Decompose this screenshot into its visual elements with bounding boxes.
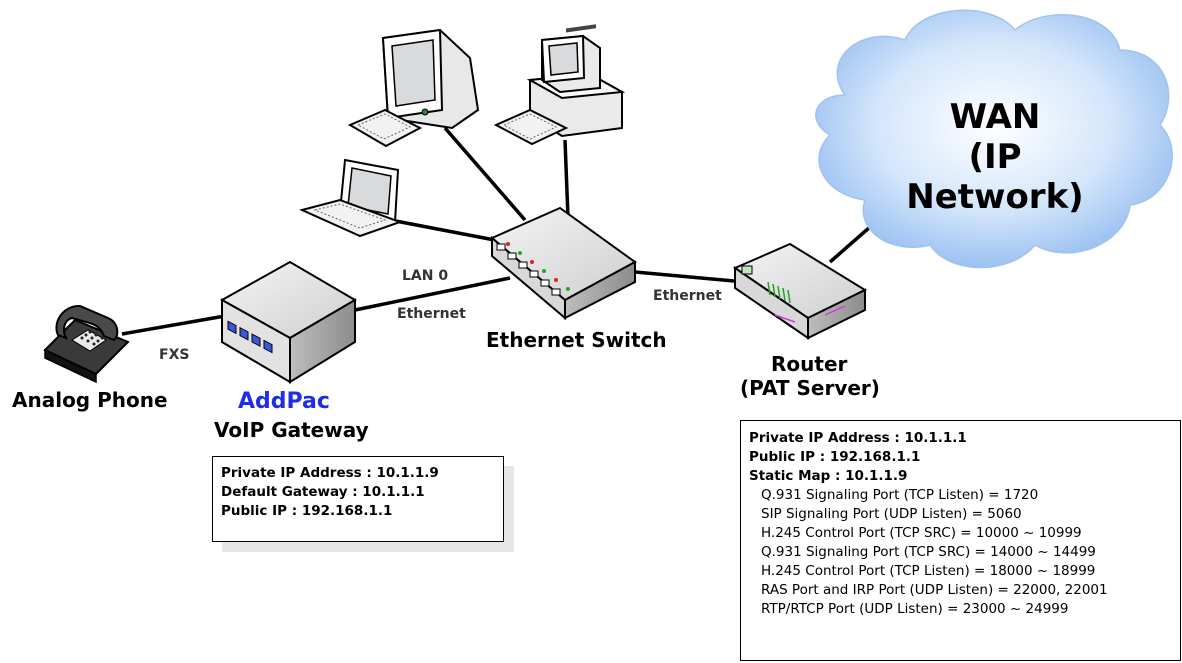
link-gateway-switch bbox=[354, 276, 511, 312]
gateway-default-gateway: Default Gateway : 10.1.1.1 bbox=[221, 484, 425, 500]
fxs-link-label: FXS bbox=[159, 347, 190, 363]
desktop-pc-icon bbox=[493, 24, 626, 146]
port-q931-src: Q.931 Signaling Port (TCP SRC) = 14000 ~… bbox=[761, 544, 1096, 560]
link-switch-router bbox=[634, 270, 746, 284]
ethernet-switch-icon bbox=[490, 206, 637, 321]
link-desktop-switch bbox=[563, 139, 570, 219]
addpac-brand-label: AddPac bbox=[238, 389, 330, 414]
gateway-private-ip: Private IP Address : 10.1.1.9 bbox=[221, 465, 439, 481]
port-ras-irp: RAS Port and IRP Port (UDP Listen) = 220… bbox=[761, 582, 1108, 598]
link-phone-gateway bbox=[121, 314, 226, 336]
router-icon bbox=[732, 242, 868, 340]
port-rtp-rtcp: RTP/RTCP Port (UDP Listen) = 23000 ~ 249… bbox=[761, 601, 1069, 617]
ethernet-gateway-link-label: Ethernet bbox=[397, 306, 466, 322]
pat-server-label: (PAT Server) bbox=[740, 376, 880, 400]
port-h245-listen: H.245 Control Port (TCP Listen) = 18000 … bbox=[761, 563, 1096, 579]
port-sip-listen: SIP Signaling Port (UDP Listen) = 5060 bbox=[761, 506, 1022, 522]
router-private-ip: Private IP Address : 10.1.1.1 bbox=[749, 430, 967, 446]
gateway-public-ip: Public IP : 192.168.1.1 bbox=[221, 503, 393, 519]
voip-gateway-icon bbox=[219, 260, 357, 384]
gateway-info-box: Private IP Address : 10.1.1.9 Default Ga… bbox=[212, 456, 504, 542]
wan-label: WAN bbox=[949, 97, 1041, 137]
router-static-map: Static Map : 10.1.1.9 bbox=[749, 468, 908, 484]
link-monitor-switch bbox=[443, 126, 527, 222]
ip-network-label: (IP Network) bbox=[906, 137, 1084, 217]
port-q931-listen: Q.931 Signaling Port (TCP Listen) = 1720 bbox=[761, 487, 1039, 503]
router-label: Router bbox=[771, 352, 848, 376]
wan-cloud-label: WAN (IP Network) bbox=[880, 97, 1110, 217]
router-public-ip: Public IP : 192.168.1.1 bbox=[749, 449, 921, 465]
ethernet-router-link-label: Ethernet bbox=[653, 288, 722, 304]
laptop-icon bbox=[299, 158, 403, 238]
port-h245-src: H.245 Control Port (TCP SRC) = 10000 ~ 1… bbox=[761, 525, 1082, 541]
analog-phone-label: Analog Phone bbox=[12, 388, 168, 412]
router-info-box: Private IP Address : 10.1.1.1 Public IP … bbox=[740, 420, 1181, 661]
crt-monitor-icon bbox=[347, 28, 480, 148]
wan-cloud bbox=[815, 9, 1173, 269]
ethernet-switch-label: Ethernet Switch bbox=[486, 328, 667, 352]
lan0-link-label: LAN 0 bbox=[402, 268, 449, 284]
voip-gateway-label: VoIP Gateway bbox=[214, 418, 369, 442]
analog-phone-icon bbox=[43, 304, 130, 384]
